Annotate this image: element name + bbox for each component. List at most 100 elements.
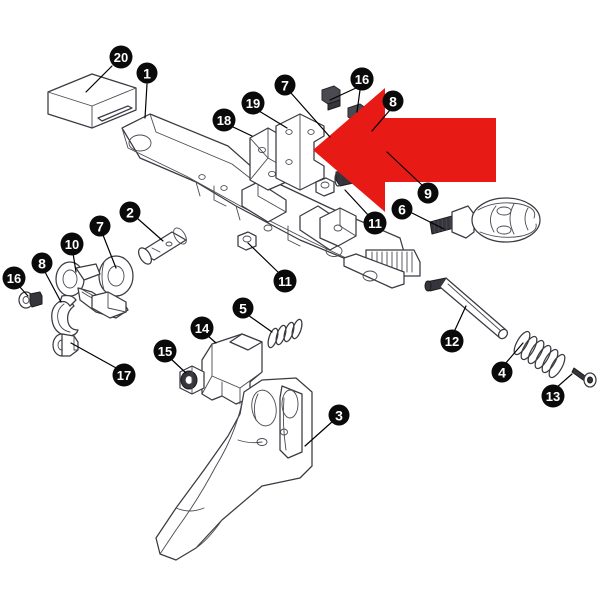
- part-11-hex-bushing-b: [237, 231, 257, 251]
- callout-badge[interactable]: [232, 297, 254, 319]
- part-5-coil-spring-tiny: [267, 318, 303, 349]
- callout-number: 1: [143, 66, 151, 82]
- part-2-pin-roller: [137, 227, 187, 265]
- callout-badge[interactable]: [112, 363, 136, 387]
- callout-leader-line: [344, 189, 370, 217]
- callout-leader-line: [169, 357, 187, 374]
- callout-18[interactable]: 18: [212, 108, 253, 137]
- part-6-knurled-handle-knob: [429, 197, 541, 243]
- callout-4[interactable]: 4: [491, 342, 524, 383]
- callout-badge[interactable]: [440, 329, 464, 353]
- callout-badge[interactable]: [273, 269, 297, 293]
- callout-number: 11: [368, 216, 382, 231]
- callout-number: 4: [498, 365, 506, 381]
- callout-number: 10: [65, 237, 79, 252]
- callout-leader-line: [18, 285, 29, 297]
- callout-number: 16: [355, 72, 369, 87]
- callout-number: 6: [398, 202, 406, 218]
- callout-13[interactable]: 13: [541, 373, 573, 408]
- callout-leader-line: [230, 125, 253, 137]
- callout-badge[interactable]: [328, 404, 350, 426]
- callout-badge[interactable]: [241, 91, 265, 115]
- callout-9[interactable]: 9: [386, 151, 439, 204]
- part-4-coil-spring-small: [513, 330, 566, 379]
- callout-leader-line: [371, 109, 391, 132]
- callout-16[interactable]: 16: [350, 67, 374, 113]
- callout-badge[interactable]: [417, 182, 439, 204]
- callout-leader-line: [144, 83, 148, 119]
- callout-leader-line: [136, 217, 164, 242]
- callout-number: 3: [335, 408, 343, 424]
- callout-badge[interactable]: [212, 108, 236, 132]
- callout-leader-line: [409, 211, 445, 230]
- callout-14[interactable]: 14: [190, 316, 217, 344]
- callout-badge[interactable]: [136, 62, 158, 84]
- callout-leader-line: [356, 89, 361, 113]
- callout-20[interactable]: 20: [85, 45, 133, 93]
- callout-badge[interactable]: [31, 252, 53, 274]
- part-17-spacer-bushing: [52, 333, 79, 357]
- callout-12[interactable]: 12: [440, 305, 467, 353]
- callout-leader-line: [247, 314, 273, 333]
- callout-number: 8: [389, 94, 397, 110]
- callout-badge[interactable]: [491, 361, 513, 383]
- callout-7[interactable]: 7: [89, 215, 117, 269]
- part-3-lever-arm: [155, 377, 313, 561]
- callout-badge[interactable]: [2, 266, 26, 290]
- callout-5[interactable]: 5: [232, 297, 273, 333]
- callout-2[interactable]: 2: [119, 201, 164, 242]
- callout-8[interactable]: 8: [31, 252, 62, 303]
- callout-badge[interactable]: [541, 384, 565, 408]
- callout-number: 12: [445, 334, 459, 349]
- callout-leader-line: [555, 373, 573, 389]
- callout-badge[interactable]: [350, 67, 374, 91]
- callout-number: 19: [246, 96, 260, 111]
- callout-badge[interactable]: [89, 215, 111, 237]
- callout-badge[interactable]: [119, 201, 141, 223]
- callout-number: 2: [126, 205, 134, 221]
- callout-leader-line: [504, 342, 524, 365]
- callout-number: 7: [96, 219, 104, 235]
- callout-number: 20: [114, 50, 128, 65]
- callout-layer: 201716168191896112710816115141517124133: [2, 45, 573, 447]
- callout-8[interactable]: 8: [371, 90, 404, 132]
- callout-11[interactable]: 11: [247, 242, 297, 293]
- callout-badge[interactable]: [274, 74, 296, 96]
- callout-badge[interactable]: [391, 198, 413, 220]
- callout-number: 15: [158, 344, 172, 359]
- callout-number: 13: [546, 389, 560, 404]
- callout-7[interactable]: 7: [274, 74, 331, 138]
- callout-16[interactable]: 16: [2, 266, 29, 297]
- callout-badge[interactable]: [363, 211, 387, 235]
- callout-number: 17: [117, 368, 131, 383]
- callout-leader-line: [70, 342, 119, 370]
- callout-badge[interactable]: [153, 339, 177, 363]
- callout-number: 11: [278, 274, 292, 289]
- callout-badge[interactable]: [60, 232, 84, 256]
- callout-number: 14: [195, 321, 210, 336]
- callout-badge[interactable]: [382, 90, 404, 112]
- callout-number: 5: [239, 301, 247, 317]
- part-7-washer-a: [98, 255, 134, 297]
- callout-6[interactable]: 6: [391, 198, 445, 230]
- callout-3[interactable]: 3: [304, 404, 350, 447]
- part-12-threaded-rod: [424, 277, 509, 340]
- part-16-shoulder-screw-c: [18, 291, 43, 309]
- callout-badge[interactable]: [109, 45, 133, 69]
- callout-badge[interactable]: [190, 316, 214, 340]
- part-1-main-beam: [121, 113, 421, 289]
- part-11-hex-bushing-a: [315, 177, 335, 197]
- callout-leader-line: [304, 420, 334, 447]
- callout-1[interactable]: 1: [136, 62, 158, 119]
- callout-leader-line: [102, 234, 117, 269]
- callout-leader-line: [258, 110, 288, 129]
- callout-15[interactable]: 15: [153, 339, 187, 374]
- callout-11[interactable]: 11: [344, 189, 387, 235]
- callout-17[interactable]: 17: [70, 342, 136, 387]
- callout-10[interactable]: 10: [60, 232, 84, 273]
- callout-19[interactable]: 19: [241, 91, 288, 129]
- callout-leader-line: [386, 151, 424, 187]
- callout-number: 18: [217, 113, 231, 128]
- part-16-shoulder-screw-a: [321, 85, 341, 111]
